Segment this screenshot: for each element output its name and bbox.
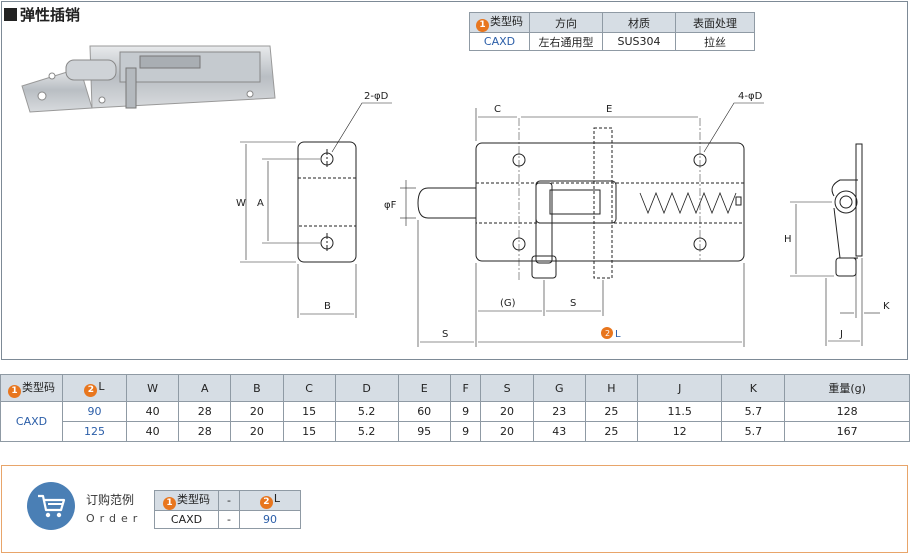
label-w: W [236, 198, 246, 209]
label-b: B [324, 301, 331, 312]
order-dash-cell: - [218, 510, 240, 529]
end-view-plate [297, 141, 357, 263]
table-cell: 20 [230, 421, 284, 442]
table-cell: 15 [282, 421, 336, 442]
table-cell: 5.7 [721, 401, 786, 422]
table-cell: 60 [397, 401, 451, 422]
table-cell: 40 [125, 421, 180, 442]
dim-header-w: W [125, 374, 180, 402]
label-g: (G) [500, 298, 516, 309]
table-cell: 128 [784, 401, 910, 422]
table-cell: 23 [532, 401, 586, 422]
order-type-cell: CAXD [154, 510, 219, 529]
badge-2-icon [601, 327, 613, 339]
label-a: A [257, 198, 264, 209]
dim-header-s: S [480, 374, 534, 402]
label-h: H [784, 234, 792, 245]
table-cell: 11.5 [636, 401, 723, 422]
order-frame [1, 465, 908, 553]
label-k: K [883, 301, 890, 312]
surface-cell: 拉丝 [675, 32, 755, 51]
badge-1-icon: 1 [476, 19, 489, 32]
table-cell: 9 [449, 421, 482, 442]
product-photo [21, 45, 276, 113]
badge-2-text: 2 [605, 329, 610, 338]
direction-header: 方向 [529, 12, 603, 33]
dim-header-e: E [397, 374, 451, 402]
label-s-lower: S [442, 329, 448, 340]
table-cell: 5.2 [334, 421, 399, 442]
dim-header-a: A [178, 374, 232, 402]
table-cell: 90 [62, 401, 127, 422]
table-cell: 167 [784, 421, 910, 442]
order-header-dash: - [218, 490, 240, 511]
page-title: 弹性插销 [4, 4, 80, 25]
table-row: CAXD 90 40 28 20 15 5.2 60 9 20 23 25 11… [0, 401, 910, 442]
table-cell: 25 [584, 401, 638, 422]
table-cell: 5.7 [721, 421, 786, 442]
front-view-body [475, 142, 745, 262]
table-cell: 20 [230, 401, 284, 422]
dim-header-b: B [230, 374, 284, 402]
table-cell: 20 [480, 401, 534, 422]
table-cell: 125 [62, 421, 127, 442]
label-e: E [606, 104, 612, 115]
dim-header-d: D [334, 374, 399, 402]
table-cell: 15 [282, 401, 336, 422]
label-s-upper: S [570, 298, 576, 309]
dim-header-h: H [584, 374, 638, 402]
label-4-phi-d: 4-φD [738, 91, 763, 102]
dim-header-k: K [721, 374, 786, 402]
technical-drawing: 2-φD W A B C E 4-φD φF (G) S S 2 L H J K [236, 91, 890, 347]
dim-header-j: J [636, 374, 723, 402]
table-cell: 28 [178, 401, 232, 422]
cart-icon [27, 482, 75, 530]
dim-header-weight: 重量(g) [784, 374, 910, 402]
dim-header-c: C [282, 374, 336, 402]
table-cell: 20 [480, 421, 534, 442]
table-cell: 12 [636, 421, 723, 442]
table-row: 125 40 28 20 15 5.2 95 9 20 43 25 12 5.7… [1, 421, 910, 442]
order-label-en: Order [86, 512, 143, 525]
order-label-cn: 订购范例 [86, 493, 135, 507]
table-cell: 28 [178, 421, 232, 442]
dim-header-g: G [532, 374, 586, 402]
table-cell: 9 [449, 401, 482, 422]
material-cell: SUS304 [602, 32, 676, 51]
label-j: J [839, 329, 843, 340]
product-frame [1, 1, 908, 360]
dim-type-cell: CAXD [0, 401, 63, 442]
table-cell: 95 [397, 421, 451, 442]
label-phi-f: φF [384, 200, 397, 211]
label-2-phi-d: 2-φD [364, 91, 389, 102]
table-cell: 40 [125, 401, 180, 422]
table-cell: 25 [584, 421, 638, 442]
label-l: L [615, 329, 621, 340]
order-l-cell: 90 [238, 510, 301, 529]
order-label: 订购范例 Order [86, 491, 142, 525]
label-c: C [494, 104, 501, 115]
title-square-icon [4, 8, 17, 21]
table-cell: 43 [532, 421, 586, 442]
dim-header-f: F [449, 374, 482, 402]
surface-header: 表面处理 [675, 12, 755, 33]
table-cell: 5.2 [334, 401, 399, 422]
direction-cell: 左右通用型 [529, 32, 603, 51]
